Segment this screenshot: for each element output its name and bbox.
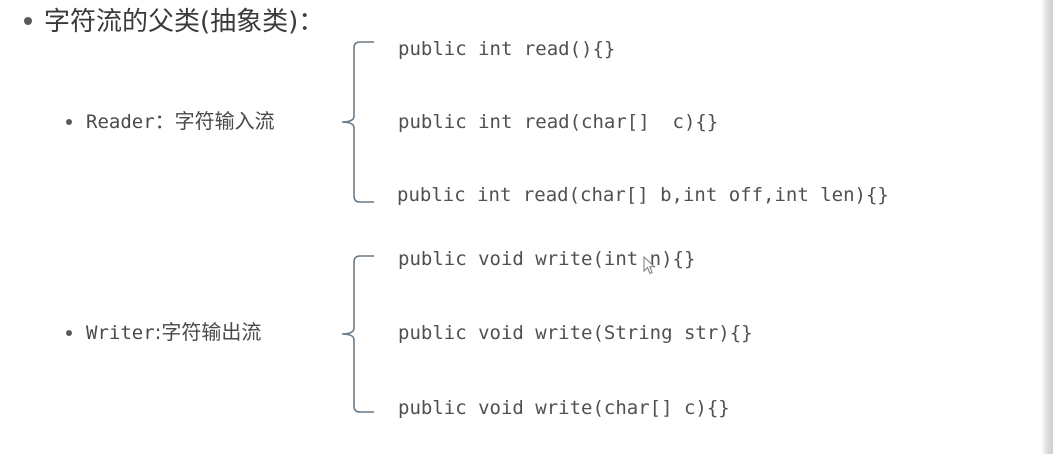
reader-label: Reader：字符输入流 xyxy=(86,107,275,136)
writer-bullet-icon xyxy=(66,330,72,336)
reader-method-read: public int read(){} xyxy=(398,38,616,60)
reader-bullet-icon xyxy=(66,119,72,125)
mouse-pointer-icon xyxy=(643,256,656,275)
title-bullet-icon xyxy=(24,17,32,25)
writer-label: Writer:字符输出流 xyxy=(86,318,261,347)
reader-class-name: Reader xyxy=(86,111,155,133)
writer-class-name: Writer xyxy=(86,322,155,344)
writer-description: :字符输出流 xyxy=(154,320,262,344)
writer-method-write-string: public void write(String str){} xyxy=(398,322,753,344)
reader-brace-icon xyxy=(341,41,374,203)
writer-method-write-chars: public void write(char[] c){} xyxy=(398,397,730,419)
window-edge-shadow xyxy=(1041,0,1053,454)
reader-method-read-buffer: public int read(char[] c){} xyxy=(398,111,719,133)
writer-brace-icon xyxy=(341,255,374,413)
writer-method-write-int: public void write(int n){} xyxy=(398,248,696,270)
reader-description: ：字符输入流 xyxy=(154,109,275,133)
reader-method-read-offset: public int read(char[] b,int off,int len… xyxy=(397,184,889,206)
page-title: 字符流的父类(抽象类)： xyxy=(44,7,325,37)
